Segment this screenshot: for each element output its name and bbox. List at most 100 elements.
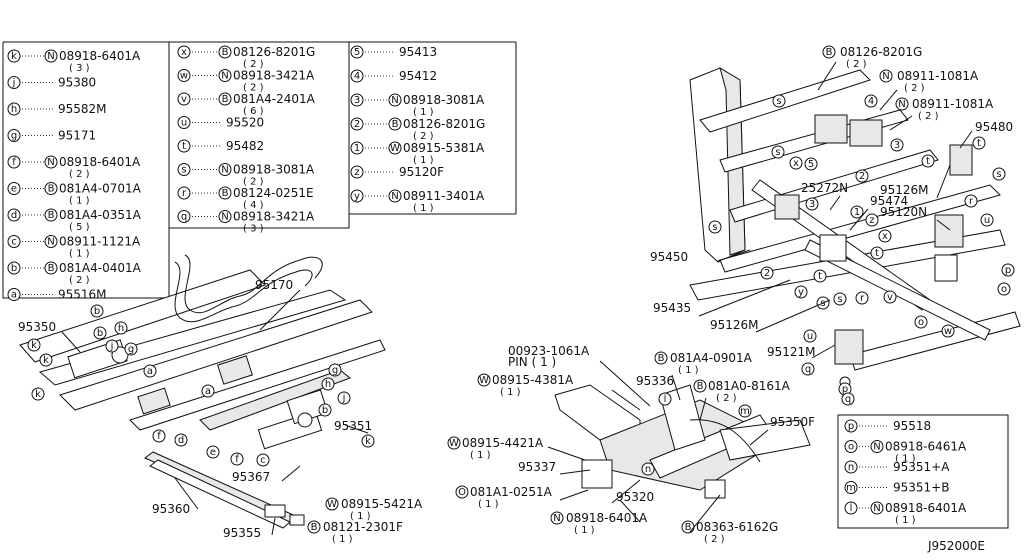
svg-text:3: 3 xyxy=(809,199,815,210)
svg-text:s: s xyxy=(775,147,780,158)
legend-qty-1: ( 1 ) xyxy=(413,155,434,166)
callout-type-N-7: N xyxy=(550,511,564,525)
legend-type-B: B xyxy=(218,92,232,106)
callout-symbol-3-28: 3 xyxy=(805,197,819,211)
legend-part-y: 08911-3401A xyxy=(403,189,485,203)
callout-95474: 95474 xyxy=(870,194,908,208)
legend-qty-3: ( 1 ) xyxy=(413,107,434,118)
svg-text:t: t xyxy=(977,138,981,149)
leader-line xyxy=(559,489,589,501)
svg-text:N: N xyxy=(553,513,560,524)
svg-text:( 1 ): ( 1 ) xyxy=(478,499,499,510)
callout-symbol-f-12: f xyxy=(230,452,244,466)
callout-symbol-2-25: 2 xyxy=(855,169,869,183)
callout-symbol-s-47: s xyxy=(992,167,1006,181)
legend-code-o: o xyxy=(844,440,858,453)
legend-qty-f: ( 2 ) xyxy=(69,169,90,180)
legend-qty-o: ( 1 ) xyxy=(895,454,916,465)
svg-text:N: N xyxy=(221,71,228,82)
svg-text:s: s xyxy=(712,222,717,233)
legend-part-l: 08918-6401A xyxy=(885,501,967,515)
callout-type-N-11: N xyxy=(895,97,909,111)
legend-type-N: N xyxy=(44,235,58,248)
legend-code-h: h xyxy=(7,102,21,116)
svg-text:k: k xyxy=(31,340,37,351)
svg-text:h: h xyxy=(11,104,17,115)
callout-25272N: 25272N xyxy=(801,181,848,195)
legend-type-B: B xyxy=(218,45,232,59)
callout-symbol-t-45: t xyxy=(921,154,935,168)
callout-symbol-x-27: x xyxy=(789,156,803,170)
svg-text:B: B xyxy=(697,381,704,392)
svg-text:b: b xyxy=(97,328,103,339)
callout-symbol-o-52: o xyxy=(914,315,928,329)
svg-text:B: B xyxy=(222,188,229,199)
svg-text:( 2 ): ( 2 ) xyxy=(716,393,737,404)
legend-qty-w: ( 2 ) xyxy=(243,83,264,94)
legend-part-h: 95582M xyxy=(58,102,107,116)
svg-text:u: u xyxy=(181,118,187,129)
svg-text:r: r xyxy=(860,293,865,304)
svg-text:h: h xyxy=(325,379,331,390)
legend-type-B: B xyxy=(44,261,58,275)
svg-text:g: g xyxy=(128,344,134,355)
svg-text:N: N xyxy=(221,212,228,223)
callout-symbol-s-21: s xyxy=(771,145,785,159)
callout-symbol-r-48: r xyxy=(964,194,978,208)
legend-qty-s: ( 2 ) xyxy=(243,177,264,188)
legend-code-y: y xyxy=(350,189,364,203)
callout-08915-4421A: 08915-4421A xyxy=(462,436,544,450)
callout-symbol-g-17: g xyxy=(328,363,342,377)
svg-text:h: h xyxy=(118,323,124,334)
svg-text:N: N xyxy=(47,157,54,168)
callout-symbol-r-38: r xyxy=(855,291,869,305)
legend-type-N: N xyxy=(870,440,884,453)
callout-95350F: 95350F xyxy=(770,415,815,429)
legend-part-k: 08918-6401A xyxy=(59,49,141,63)
legend-part-v: 081A4-2401A xyxy=(233,92,316,106)
callout-symbol-d-10: d xyxy=(174,433,188,447)
svg-text:( 1 ): ( 1 ) xyxy=(574,525,595,536)
callout-081A0-8161A: 081A0-8161A xyxy=(708,379,791,393)
svg-text:( 1 ): ( 1 ) xyxy=(678,365,699,376)
svg-text:y: y xyxy=(354,191,360,202)
callout-symbol-p-50: p xyxy=(1001,263,1015,277)
callout-95337: 95337 xyxy=(518,460,556,474)
callout-symbol-s-37: s xyxy=(833,292,847,306)
svg-text:m: m xyxy=(846,483,856,494)
legend-code-g: g xyxy=(7,129,21,142)
callout-95120N: 95120N xyxy=(880,205,927,219)
leader-line xyxy=(619,499,641,523)
svg-text:N: N xyxy=(47,51,54,62)
legend-part-u: 95520 xyxy=(226,116,264,130)
svg-text:d: d xyxy=(11,210,17,221)
svg-text:( 2 ): ( 2 ) xyxy=(918,111,939,122)
svg-text:W: W xyxy=(390,143,400,154)
callout-08915-4381A: 08915-4381A xyxy=(492,373,574,387)
leader-line xyxy=(717,249,751,262)
callout-symbol-o-51: o xyxy=(997,282,1011,296)
svg-text:v: v xyxy=(181,94,187,105)
svg-text:q: q xyxy=(181,212,187,223)
leader-line xyxy=(698,279,791,317)
callout-symbol-m-54: m xyxy=(738,404,752,418)
svg-text:B: B xyxy=(222,47,229,58)
leader-line xyxy=(689,494,721,533)
legend-part-3: 08918-3081A xyxy=(403,93,485,107)
legend-part-c: 08911-1121A xyxy=(59,235,141,249)
diagram-id: J952000E xyxy=(927,539,985,553)
callout-type-W-2: W xyxy=(477,373,491,387)
svg-text:f: f xyxy=(157,431,161,442)
legend-type-B: B xyxy=(388,117,402,131)
callout-00923-1061A: 00923-1061A xyxy=(508,344,590,358)
